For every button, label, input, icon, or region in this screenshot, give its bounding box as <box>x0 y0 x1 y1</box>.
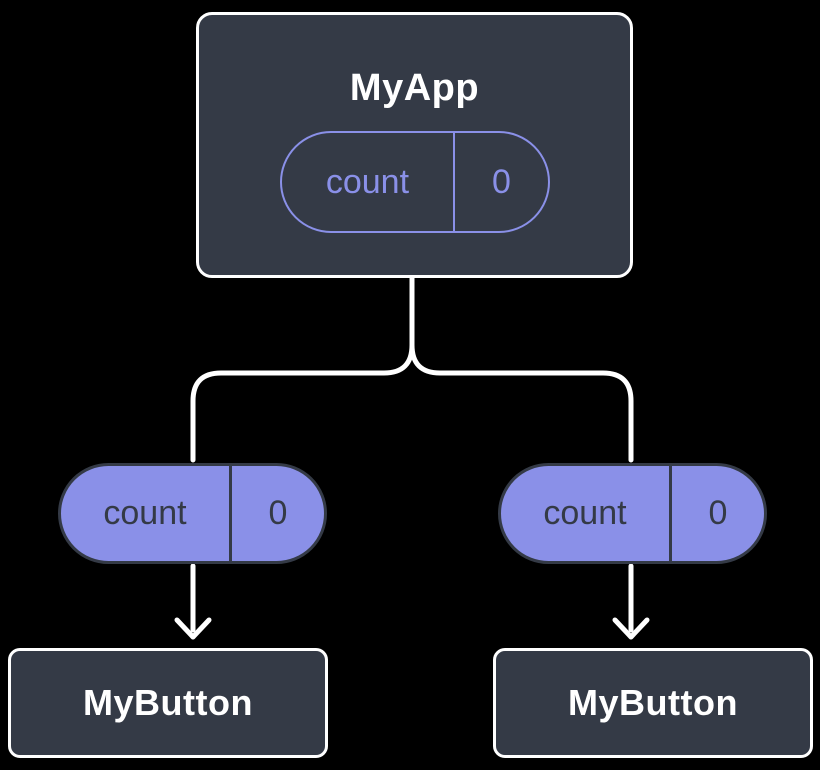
mybutton-node-left: MyButton <box>8 648 328 758</box>
state-key-label: count <box>282 133 455 231</box>
myapp-node: MyApp count 0 <box>196 12 633 278</box>
mybutton-node-right: MyButton <box>493 648 813 758</box>
root-state-pill: count 0 <box>280 131 550 233</box>
arrow-down-icon <box>174 563 212 640</box>
prop-key-label: count <box>501 466 672 561</box>
connector-right-branch <box>409 342 634 463</box>
prop-pill-left: count 0 <box>58 463 327 564</box>
prop-pill-right: count 0 <box>498 463 767 564</box>
connector-stem-left-branch <box>190 275 415 463</box>
mybutton-title: MyButton <box>568 682 738 723</box>
prop-key-label: count <box>61 466 232 561</box>
state-value: 0 <box>491 162 511 201</box>
prop-value: 0 <box>268 494 288 532</box>
myapp-title: MyApp <box>349 67 480 109</box>
prop-value: 0 <box>708 494 728 532</box>
mybutton-title: MyButton <box>83 682 253 723</box>
arrow-down-icon <box>612 563 650 640</box>
